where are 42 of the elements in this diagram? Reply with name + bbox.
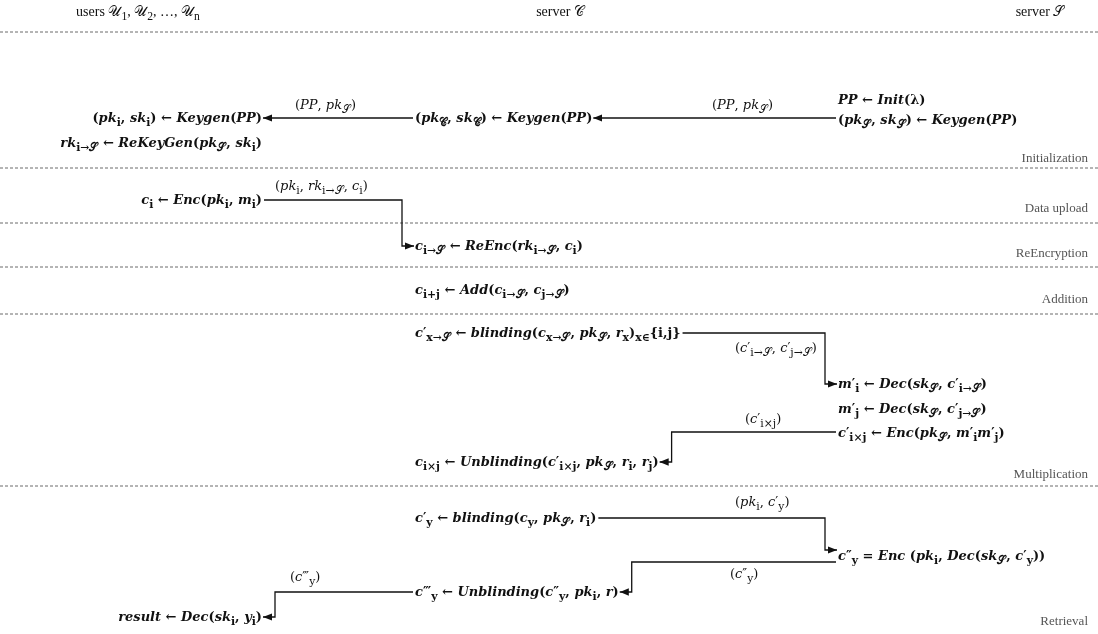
formula-text: result ← Dec(sk$_{i}$, y$_{i}$)	[118, 608, 262, 630]
phase-label: Data upload	[1024, 200, 1088, 216]
formula-text: c″$_{y}$ = Enc (pk$_{i}$, Dec(sk$_{𝒮}$, c′$_{y}$))	[838, 547, 1046, 569]
formula-text: (pk$_{i}$, sk$_{i}$) ← Keygen(PP)	[92, 109, 262, 131]
edge-label: (c′$_{i×j}$)	[745, 411, 782, 430]
phase-label: Retrieval	[1040, 613, 1088, 629]
formula-text: (pk$_{𝒞}$, sk$_{𝒞}$) ← Keygen(PP)	[415, 109, 593, 131]
phase-label: Initialization	[1021, 150, 1088, 166]
arrow	[597, 517, 838, 554]
edge-label: (c″$_{y}$)	[730, 566, 759, 585]
arrow	[619, 561, 837, 596]
edge-label: (pk$_{i}$, rk$_{i→𝒮}$, c$_{i}$)	[275, 178, 368, 197]
formula-text: PP ← Init(λ)	[838, 91, 926, 109]
phase-label: ReEncryption	[1015, 245, 1088, 261]
arrow	[681, 332, 838, 388]
formula-text: c$_{i}$ ← Enc(pk$_{i}$, m$_{i}$)	[141, 191, 262, 213]
column-header: server 𝒞	[536, 4, 584, 20]
edge-label: (c‴$_{y}$)	[290, 569, 321, 588]
formula-text: c′$_{y}$ ← blinding(c$_{y}$, pk$_{𝒮}$, r$_{i}$)	[415, 509, 597, 531]
edge-label: (pk$_{i}$, c′$_{y}$)	[735, 494, 790, 513]
column-header: server 𝒮	[1015, 4, 1065, 20]
arrow	[658, 431, 837, 466]
arrow	[262, 591, 414, 621]
formula-text: rk$_{i→𝒮}$ ← ReKeyGen(pk$_{𝒮}$, sk$_{i}$)	[60, 133, 262, 156]
phase-label: Addition	[1041, 291, 1088, 307]
arrow	[592, 114, 837, 122]
edge-label: (PP, pk$_{𝒮}$)	[712, 97, 774, 116]
formula-text: (pk$_{𝒮}$, sk$_{𝒮}$) ← Keygen(PP)	[838, 111, 1018, 133]
formula-text: m′$_{i}$ ← Dec(sk$_{𝒮}$, c′$_{i→𝒮}$)	[838, 375, 987, 397]
arrow	[262, 114, 414, 122]
edge-label: (c′$_{i→𝒮}$, c′$_{j→𝒮}$)	[735, 340, 817, 359]
formula-text: c$_{i+j}$ ← Add(c$_{i→𝒮}$, c$_{j→𝒮}$)	[415, 281, 570, 303]
edge-label: (PP, pk$_{𝒮}$)	[295, 97, 357, 116]
phase-label: Multiplication	[1013, 466, 1088, 482]
formula-text: c′$_{x→𝒮}$ ← blinding(c$_{x→𝒮}$, pk$_{𝒮}$, r$_{x}$)$_{x∈}${i,j}	[415, 324, 681, 346]
formula-text: c‴$_{y}$ ← Unblinding(c″$_{y}$, pk$_{i}$, r)	[415, 583, 619, 605]
arrow	[263, 199, 415, 250]
formula-text: c$_{i×j}$ ← Unblinding(c′$_{i×j}$, pk$_{𝒮}$, r$_{i}$, r$_{j}$)	[415, 453, 659, 475]
formula-text: c′$_{i×j}$ ← Enc(pk$_{𝒮}$, m′$_{i}$m′$_{j}$)	[838, 424, 1005, 446]
formula-text: c$_{i→𝒮}$ ← ReEnc(rk$_{i→𝒮}$, c$_{i}$)	[415, 237, 583, 259]
column-header: users 𝒰$_{1}$, 𝒰$_{2}$, …, 𝒰$_{n}$	[76, 4, 200, 23]
formula-text: m′$_{j}$ ← Dec(sk$_{𝒮}$, c′$_{j→𝒮}$)	[838, 399, 987, 422]
